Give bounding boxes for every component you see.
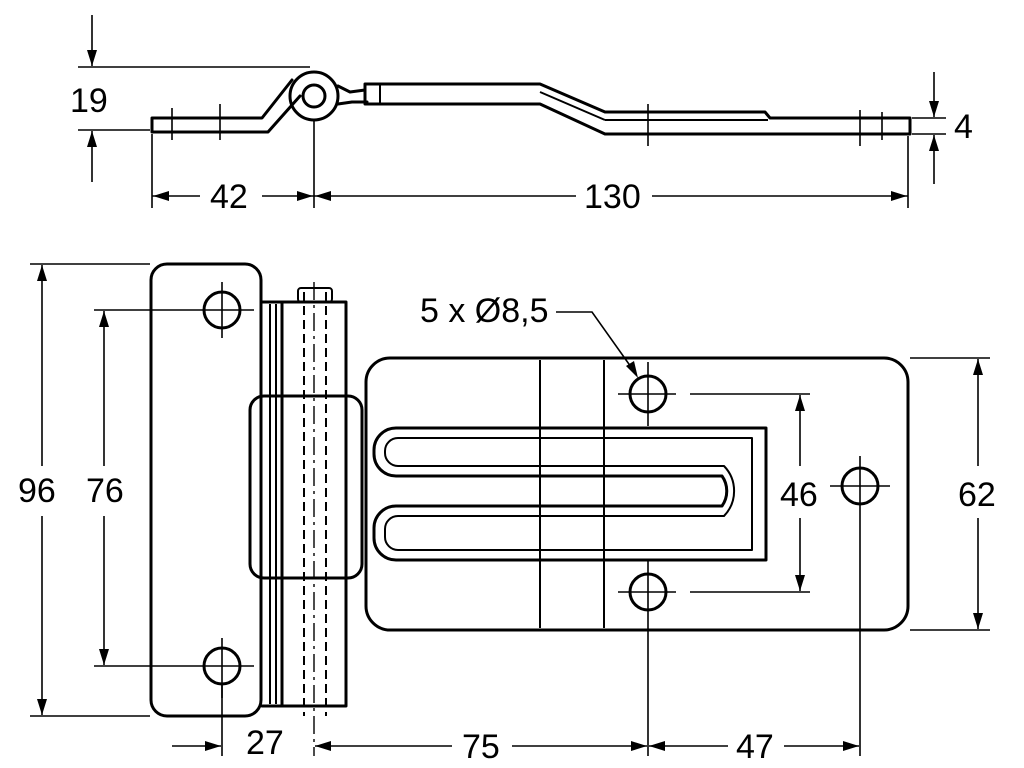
side-view: 19 42 130 4 bbox=[70, 15, 973, 216]
side-right-leaf bbox=[363, 82, 912, 136]
side-right-leaf-step bbox=[539, 91, 606, 121]
dim-75-arrow-right bbox=[631, 741, 647, 751]
knuckle-band bbox=[248, 394, 364, 580]
hole-left-top bbox=[190, 282, 254, 338]
dim-62-label: 62 bbox=[958, 476, 996, 514]
dim-96-label: 96 bbox=[18, 472, 56, 510]
dim-27-arrow bbox=[205, 741, 221, 751]
dim-4-arrow-bottom bbox=[929, 135, 939, 151]
side-knuckle-link bbox=[336, 84, 369, 106]
side-knuckle-outer bbox=[288, 70, 340, 122]
dim-46-label: 46 bbox=[780, 476, 818, 514]
dim-76-label: 76 bbox=[86, 472, 124, 510]
front-view: 5 x Ø8,5 96 76 62 46 bbox=[18, 262, 996, 766]
dim-130-label: 130 bbox=[584, 178, 641, 216]
dim-46-arrow-bottom bbox=[795, 575, 805, 591]
left-leaf-plate bbox=[149, 262, 263, 718]
dim-62-arrow-bottom bbox=[973, 613, 983, 629]
dim-19-label: 19 bbox=[70, 82, 108, 120]
dim-47-arrow-left bbox=[649, 741, 665, 751]
dim-19-arrow-top bbox=[87, 50, 97, 66]
dim-75-label: 75 bbox=[462, 728, 500, 766]
dim-19-arrow-bottom bbox=[87, 131, 97, 147]
dim-76-arrow-top bbox=[99, 311, 109, 327]
side-left-leaf bbox=[150, 78, 302, 134]
dim-4-label: 4 bbox=[954, 108, 973, 146]
dim-4-arrow-top bbox=[929, 101, 939, 117]
groove-outer bbox=[372, 426, 768, 562]
hole-right-far bbox=[830, 456, 890, 756]
pin-head bbox=[297, 287, 333, 303]
groove-inner bbox=[384, 437, 753, 551]
hole-right-bottom bbox=[618, 560, 676, 756]
dim-130-arrow-left bbox=[315, 191, 331, 201]
dim-46-arrow-top bbox=[795, 395, 805, 411]
holes-callout-leader bbox=[556, 311, 637, 375]
dim-47-arrow-right bbox=[843, 741, 859, 751]
dim-47-label: 47 bbox=[736, 728, 774, 766]
hole-right-top bbox=[618, 362, 676, 426]
holes-callout-label: 5 x Ø8,5 bbox=[420, 292, 549, 330]
dim-27-label: 27 bbox=[246, 724, 284, 762]
dim-42-label: 42 bbox=[210, 178, 248, 216]
dim-130-arrow-right bbox=[891, 191, 907, 201]
right-leaf-plate bbox=[364, 356, 910, 632]
dim-75-arrow-left bbox=[315, 741, 331, 751]
side-knuckle-pin bbox=[301, 83, 327, 109]
dim-42-arrow-right bbox=[297, 191, 313, 201]
dim-96-arrow-top bbox=[37, 265, 47, 281]
holes-callout-arrow bbox=[626, 361, 638, 378]
dim-62-arrow-top bbox=[973, 359, 983, 375]
dim-42-arrow-left bbox=[153, 191, 169, 201]
dim-96-arrow-bottom bbox=[37, 699, 47, 715]
dim-76-arrow-bottom bbox=[99, 649, 109, 665]
